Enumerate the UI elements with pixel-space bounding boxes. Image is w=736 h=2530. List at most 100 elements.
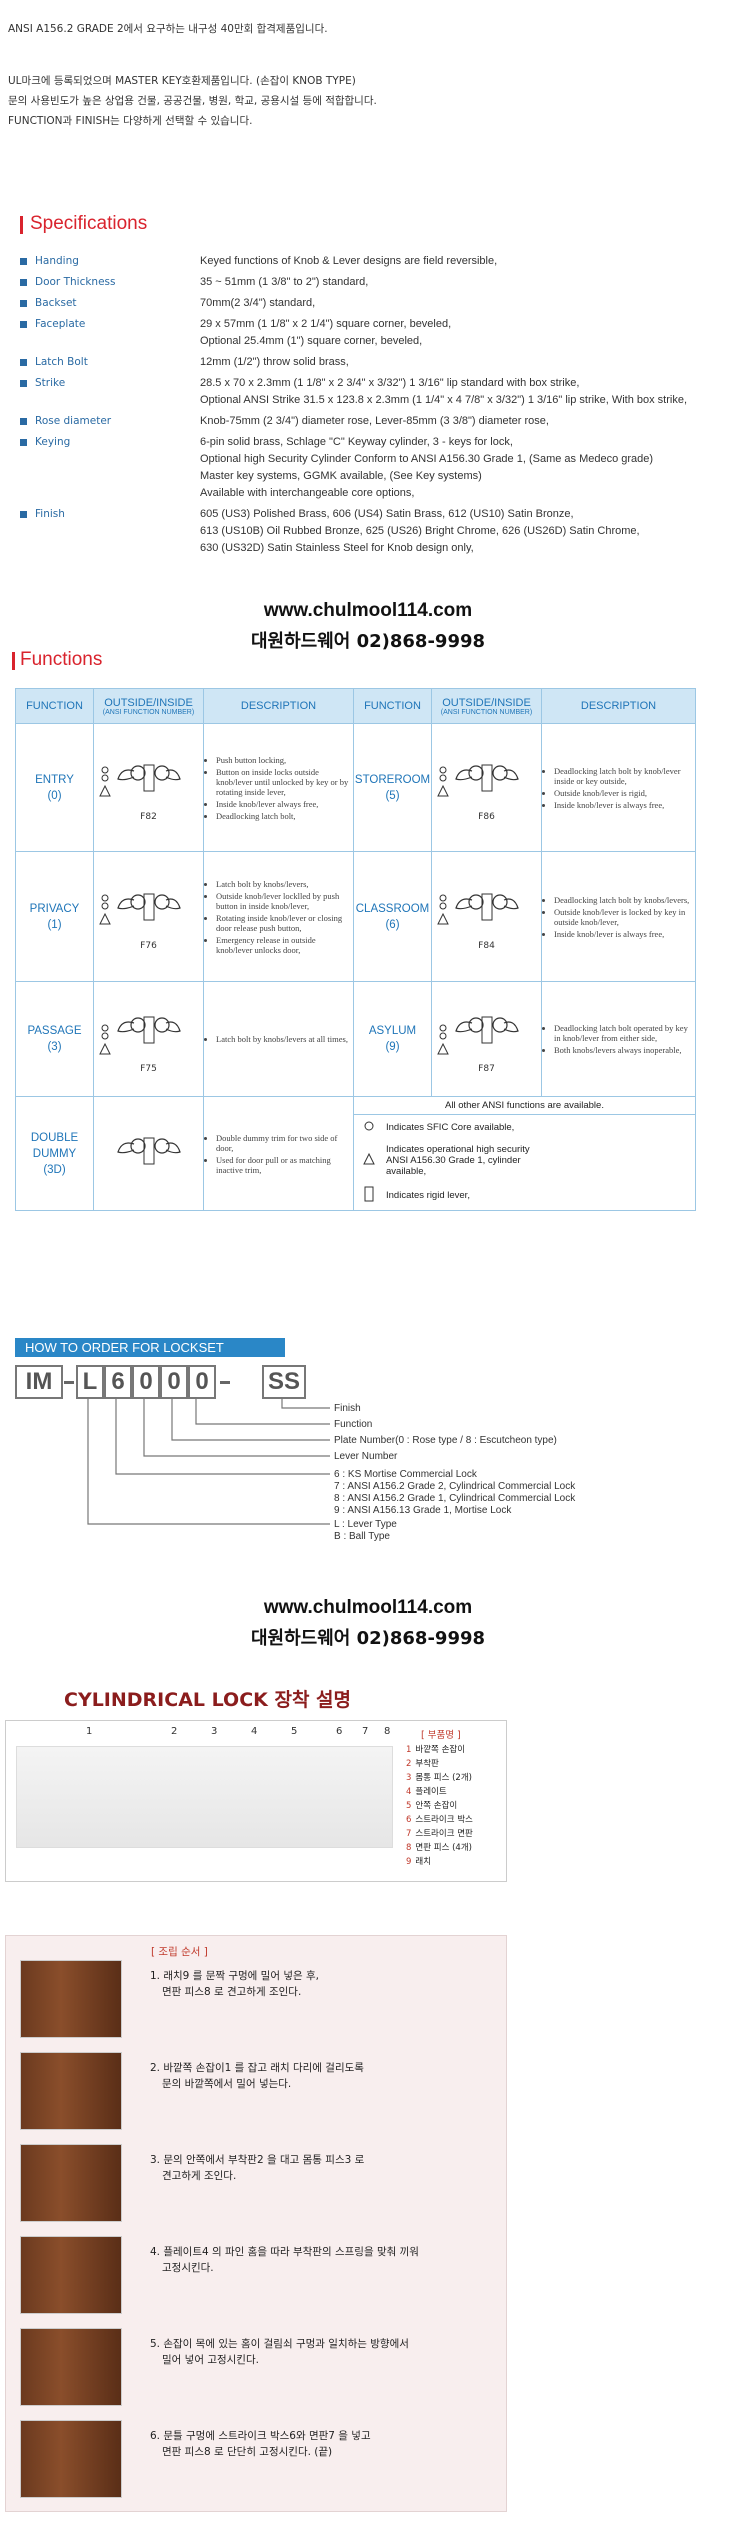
legend-icon [362,1152,386,1169]
order-code-box: 6 [104,1365,132,1399]
function-figure-cell: F86 [431,723,542,852]
description-list: Deadlocking latch bolt by knobs/levers,O… [542,895,695,939]
step-line: 5. 손잡이 목에 있는 홈이 걸림쇠 구멍과 일치하는 방향에서 [150,2338,409,2350]
function-description-cell: Push button locking,Button on inside loc… [203,723,354,852]
th-function: FUNCTION [15,688,94,724]
contact-phone: 대원하드웨어 02)868-9998 [250,631,486,652]
rigid-lever-icon [364,1186,374,1202]
spec-value: 630 (US32D) Satin Stainless Steel for Kn… [200,542,474,554]
part-number: 3 [406,1773,412,1783]
step-photo [20,2052,122,2130]
function-name: (3D) [43,1163,66,1176]
part-name: 안쪽 손잡이 [415,1801,458,1811]
contact-url: www.chulmool114.com [263,600,473,621]
spec-value: 28.5 x 70 x 2.3mm (1 1/8" x 2 3/4" x 3/3… [200,377,580,389]
function-figure-cell [93,1096,204,1211]
step-line: 견고하게 조인다. [162,2170,237,2182]
function-figure-cell: F87 [431,981,542,1097]
part-name: 플레이트 [415,1787,447,1797]
figure-code: F84 [478,941,495,951]
function-description-cell: Deadlocking latch bolt by knobs/levers,O… [541,851,696,982]
part-number-label: 3 [211,1726,218,1737]
legend-item: Indicates rigid lever, [354,1181,550,1210]
spec-value: 12mm (1/2") throw solid brass, [200,356,349,368]
part-number: 1 [406,1745,412,1755]
function-name: STOREROOM [354,773,431,786]
step-line: 4. 플레이트4 의 파인 홈을 따라 부착판의 스프링을 맞춰 끼워 [150,2246,419,2258]
order-label: Function [334,1419,373,1430]
description-list: Latch bolt by knobs/levers at all times, [204,1034,353,1044]
step-photo [20,2420,122,2498]
function-name: ASYLUM [368,1025,417,1037]
high-security-icon [363,1152,375,1165]
legend-text: Indicates SFIC Core available, [386,1122,515,1133]
lever-lock-figure [116,893,181,921]
feature-markers [437,1024,449,1055]
function-name-cell: ENTRY(0) [15,723,94,852]
order-leader-lines [87,1397,330,1525]
description-item: Inside knob/lever is always free, [554,800,691,810]
step-photo [20,2236,122,2314]
function-code: (1) [47,918,62,931]
description-list: Push button locking,Button on inside loc… [204,755,353,821]
function-name: PASSAGE [27,1025,82,1037]
part-number: 9 [406,1857,412,1867]
th-description: DESCRIPTION [203,688,354,724]
order-code-box: IM [15,1365,63,1399]
steps-title: [ 조립 순서 ] [151,1946,208,1958]
function-name-cell: STOREROOM(5) [353,723,432,852]
function-code: (6) [385,918,400,931]
order-label: L : Lever Type [334,1519,397,1530]
lever-lock-figure [116,1016,181,1043]
order-title: HOW TO ORDER FOR LOCKSET [15,1338,285,1357]
description-item: Deadlocking latch bolt by knobs/levers, [554,895,691,905]
step-line: 면판 피스8 로 단단히 고정시킨다. (끝) [162,2446,333,2458]
order-code-box: L [76,1365,104,1399]
function-code: (3) [47,1041,62,1053]
lever-lock-figure [454,764,519,792]
th-description: DESCRIPTION [541,688,696,724]
spec-key: Faceplate [20,318,85,331]
spec-value: 6-pin solid brass, Schlage "C" Keyway cy… [200,436,513,448]
feature-markers [99,766,111,797]
function-row: ENTRY(0) F82 Push button locking,Button on… [15,723,696,852]
lever-lock-figure [454,893,519,921]
description-item: Latch bolt by knobs/levers at all times, [216,1034,349,1044]
figure-code: F86 [478,812,495,822]
function-code: (0) [47,789,62,802]
figure-code: F87 [478,1063,495,1074]
function-name: DUMMY [32,1147,77,1160]
spec-value: Available with interchangeable core opti… [200,487,415,499]
legend-item: Indicates operational high security ANSI… [354,1140,550,1181]
functions-title-bar [12,652,15,670]
lever-lock-figure [454,1016,519,1043]
description-item: Latch bolt by knobs/levers, [216,879,349,889]
install-title: CYLINDRICAL LOCK 장착 설명 [64,1689,352,1711]
function-figure-cell: F82 [93,723,204,852]
spec-value: Optional ANSI Strike 31.5 x 123.8 x 2.3m… [200,394,688,406]
description-item: Outside knob/lever locklled by push butt… [216,891,349,911]
spec-value: Master key systems, GGMK available, (See… [200,470,482,482]
step-line: 고정시킨다. [162,2262,214,2274]
figure-code: F82 [140,812,157,822]
step-line: 밀어 넣어 고정시킨다. [162,2354,259,2366]
step-photo [20,1960,122,2038]
description-item: Button on inside locks outside knob/leve… [216,767,349,797]
part-name: 스트라이크 면판 [415,1829,473,1839]
spec-value: 29 x 57mm (1 1/8" x 2 1/4") square corne… [200,318,452,330]
